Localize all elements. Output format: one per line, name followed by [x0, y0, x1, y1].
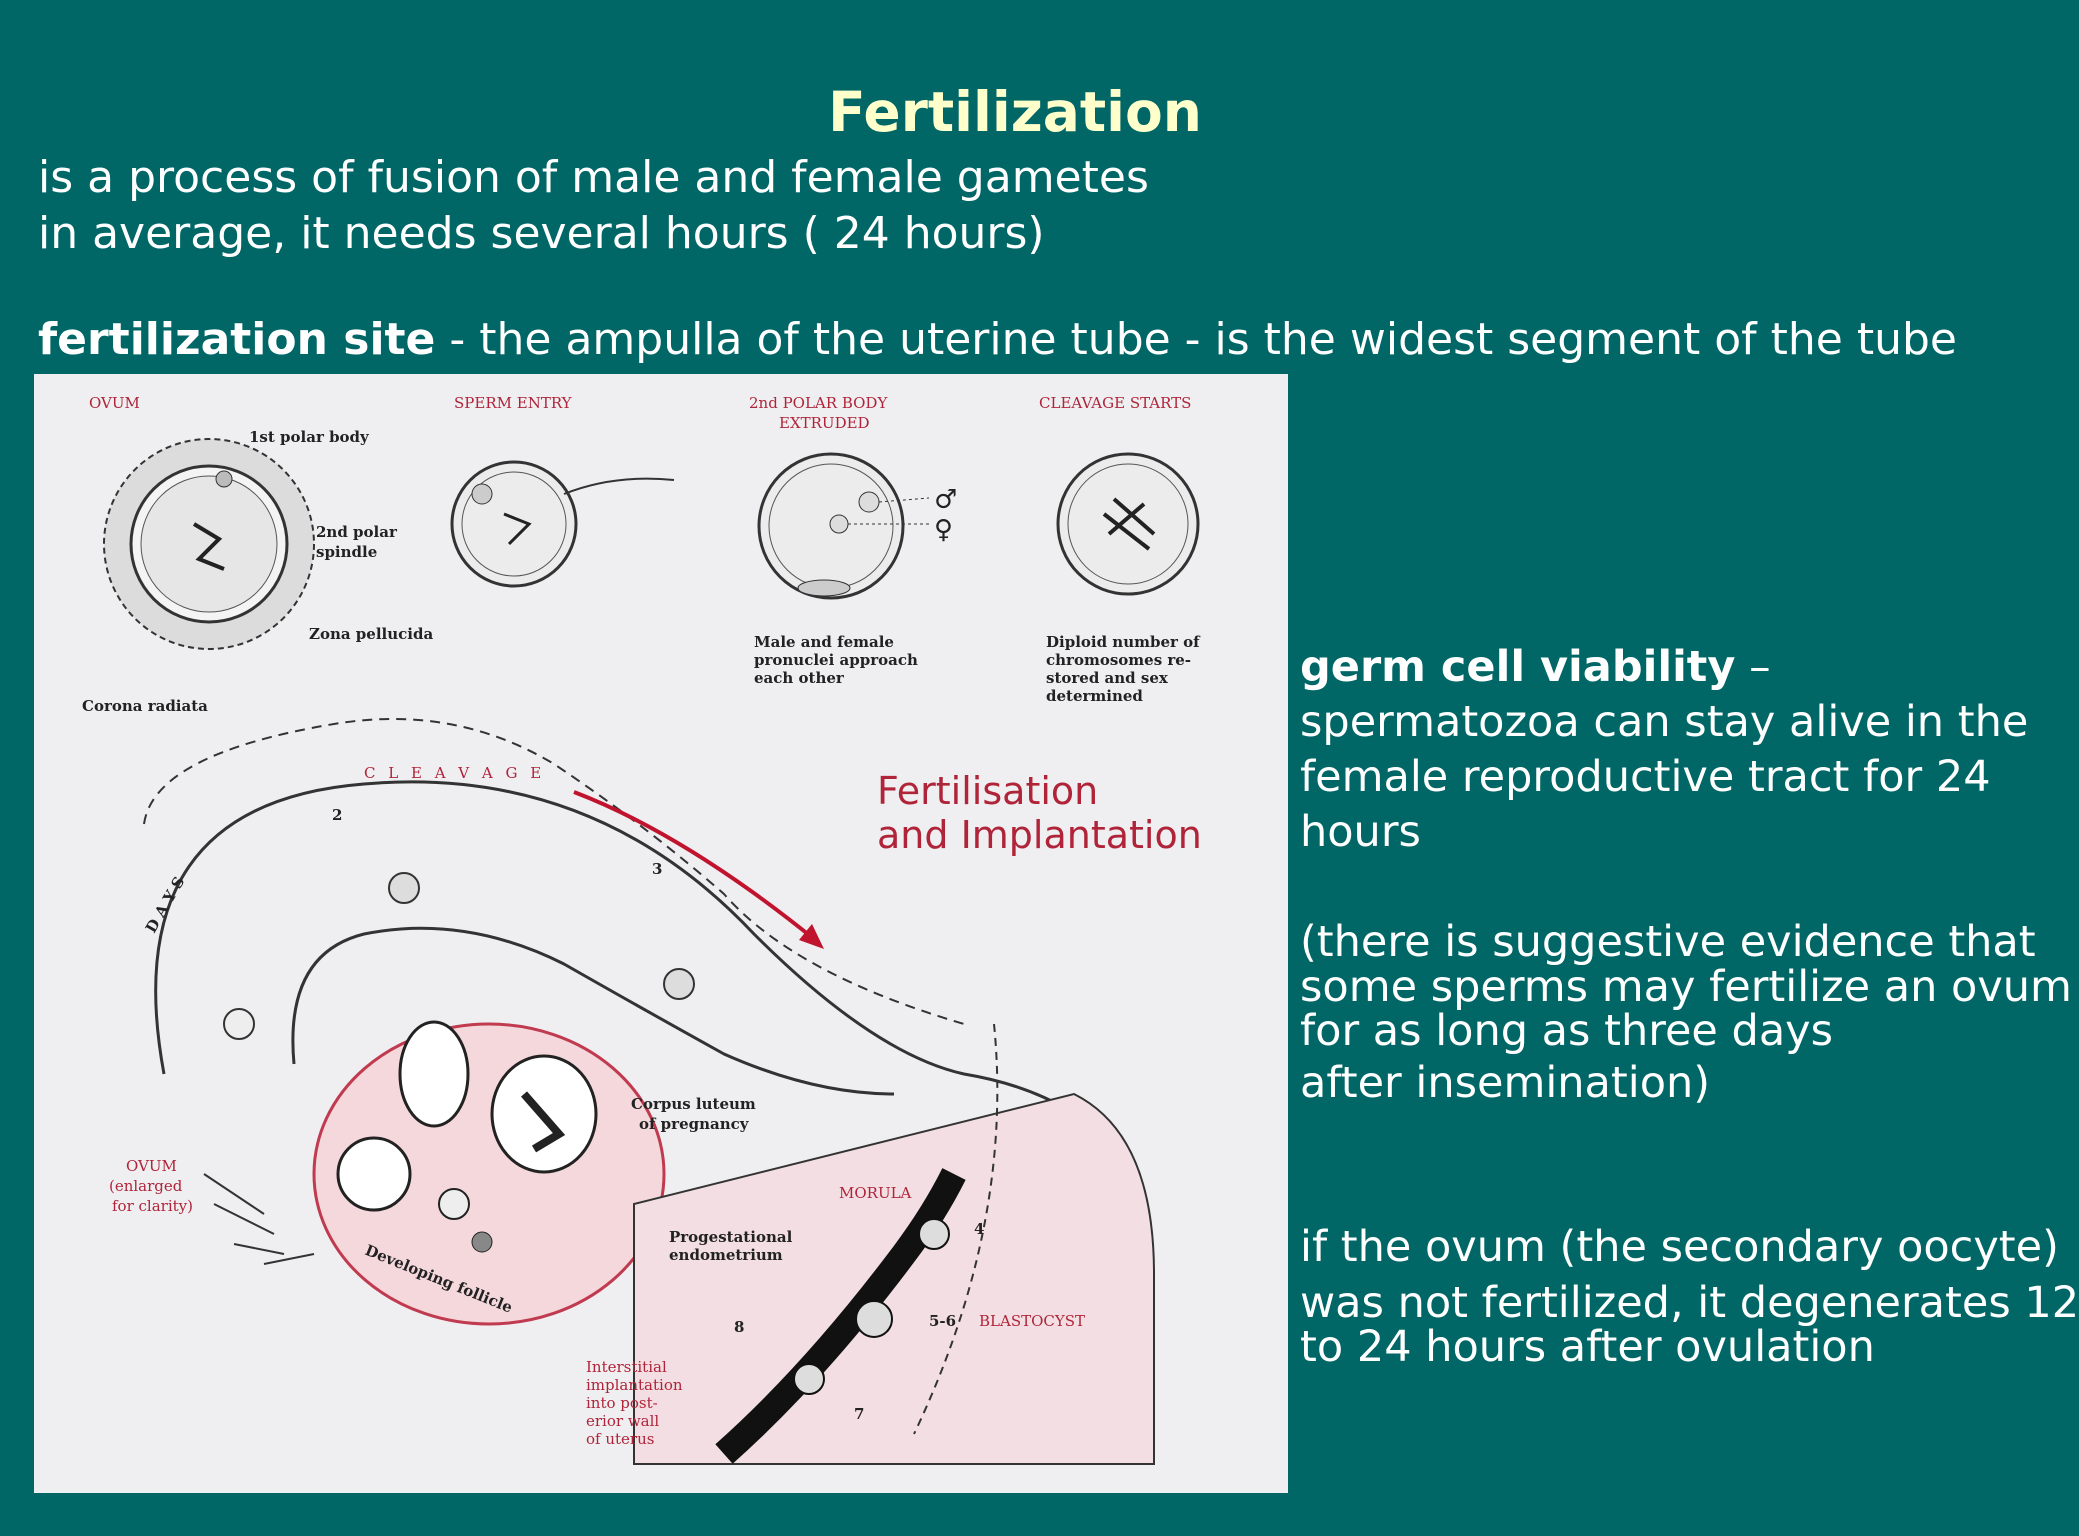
stage-label-cleavage-starts: CLEAVAGE STARTS [1039, 394, 1191, 412]
label-pronuclei-3: each other [754, 669, 845, 687]
label-day-2: 2 [332, 806, 342, 824]
intro-text: is a process of fusion of male and femal… [38, 150, 1149, 262]
label-day-4: 4 [974, 1220, 984, 1238]
label-ovum-red-1: OVUM [126, 1157, 177, 1175]
label-cleavage: C L E A V A G E [364, 764, 545, 782]
label-diploid-2: chromosomes re- [1046, 651, 1191, 669]
evidence-line-1: (there is suggestive evidence that [1300, 917, 2036, 967]
fertilization-site-desc: - the ampulla of the uterine tube - is t… [435, 314, 1957, 365]
label-pronuclei-2: pronuclei approach [754, 651, 918, 669]
label-pronuclei-1: Male and female [754, 633, 894, 651]
ovum-line-2: was not fertilized, it degenerates 12 [1300, 1278, 2079, 1328]
label-blastocyst: BLASTOCYST [979, 1312, 1085, 1330]
label-interstitial-5: of uterus [586, 1430, 654, 1448]
label-progest-2: endometrium [669, 1246, 783, 1264]
male-symbol: ♂ [934, 485, 957, 515]
sperm-entry-illustration [450, 460, 675, 588]
stage-label-polar-body-2: EXTRUDED [779, 414, 870, 432]
label-ovum-red-3: for clarity) [112, 1197, 193, 1215]
intro-line-2: in average, it needs several hours ( 24 … [38, 208, 1045, 259]
pronuclei-illustration [757, 452, 930, 600]
label-second-polar-2: spindle [316, 543, 377, 561]
label-day-3: 3 [652, 860, 662, 878]
label-second-polar-1: 2nd polar [316, 523, 398, 541]
label-corona-radiata: Corona radiata [82, 697, 208, 715]
label-morula: MORULA [839, 1184, 912, 1202]
label-progest-1: Progestational [669, 1228, 793, 1246]
label-interstitial-3: into post- [586, 1394, 658, 1412]
viability-line-2: female reproductive tract for 24 [1300, 752, 1991, 802]
label-zona-pellucida: Zona pellucida [309, 625, 433, 643]
fertilization-site-label: fertilization site [38, 314, 436, 365]
label-interstitial-4: erior wall [586, 1412, 659, 1430]
evidence-line-4: after insemination) [1300, 1058, 1711, 1108]
cleavage-illustration [1056, 452, 1200, 596]
label-interstitial-1: Interstitial [586, 1358, 667, 1376]
viability-dash: – [1735, 642, 1771, 692]
viability-line-1: spermatozoa can stay alive in the [1300, 697, 2029, 747]
ovum-cell-illustration [103, 438, 315, 650]
evidence-line-2: some sperms may fertilize an ovum [1300, 962, 2072, 1012]
viability-label: germ cell viability [1300, 642, 1736, 692]
label-diploid-3: stored and sex [1046, 669, 1169, 687]
label-day-5-6: 5-6 [929, 1312, 956, 1330]
intro-line-1: is a process of fusion of male and femal… [38, 152, 1149, 203]
stage-label-polar-body-1: 2nd POLAR BODY [749, 394, 888, 412]
stage-label-ovum: OVUM [89, 394, 140, 412]
uterine-tube-illustration [143, 718, 1155, 1465]
diagram-svg: OVUM SPERM ENTRY 2nd POLAR BODY EXTRUDED… [82, 394, 1202, 1465]
ovum-line-3: to 24 hours after ovulation [1300, 1322, 1875, 1372]
label-day-7: 7 [854, 1405, 864, 1423]
ovum-line-1: if the ovum (the secondary oocyte) [1300, 1222, 2059, 1272]
fertilisation-title-2: and Implantation [877, 813, 1202, 857]
label-corpus-2: of pregnancy [639, 1115, 750, 1133]
label-diploid-1: Diploid number of [1046, 633, 1201, 651]
label-interstitial-2: implantation [586, 1376, 683, 1394]
female-symbol: ♀ [934, 515, 953, 545]
fertilisation-title-1: Fertilisation [877, 769, 1098, 813]
viability-line-3: hours [1300, 807, 1421, 857]
viability-heading: germ cell viability – [1300, 642, 1771, 692]
label-days: D A Y S [142, 873, 189, 936]
label-day-8: 8 [734, 1318, 744, 1336]
label-corpus-1: Corpus luteum [631, 1095, 756, 1113]
label-ovum-red-2: (enlarged [109, 1177, 183, 1195]
fertilization-diagram: OVUM SPERM ENTRY 2nd POLAR BODY EXTRUDED… [34, 374, 1288, 1493]
label-diploid-4: determined [1046, 687, 1143, 705]
evidence-line-3: for as long as three days [1300, 1006, 1834, 1056]
stage-label-sperm-entry: SPERM ENTRY [454, 394, 573, 412]
fertilization-site-text: fertilization site - the ampulla of the … [38, 314, 1957, 365]
label-first-polar-body: 1st polar body [249, 428, 370, 446]
slide-title: Fertilization [828, 80, 1202, 144]
